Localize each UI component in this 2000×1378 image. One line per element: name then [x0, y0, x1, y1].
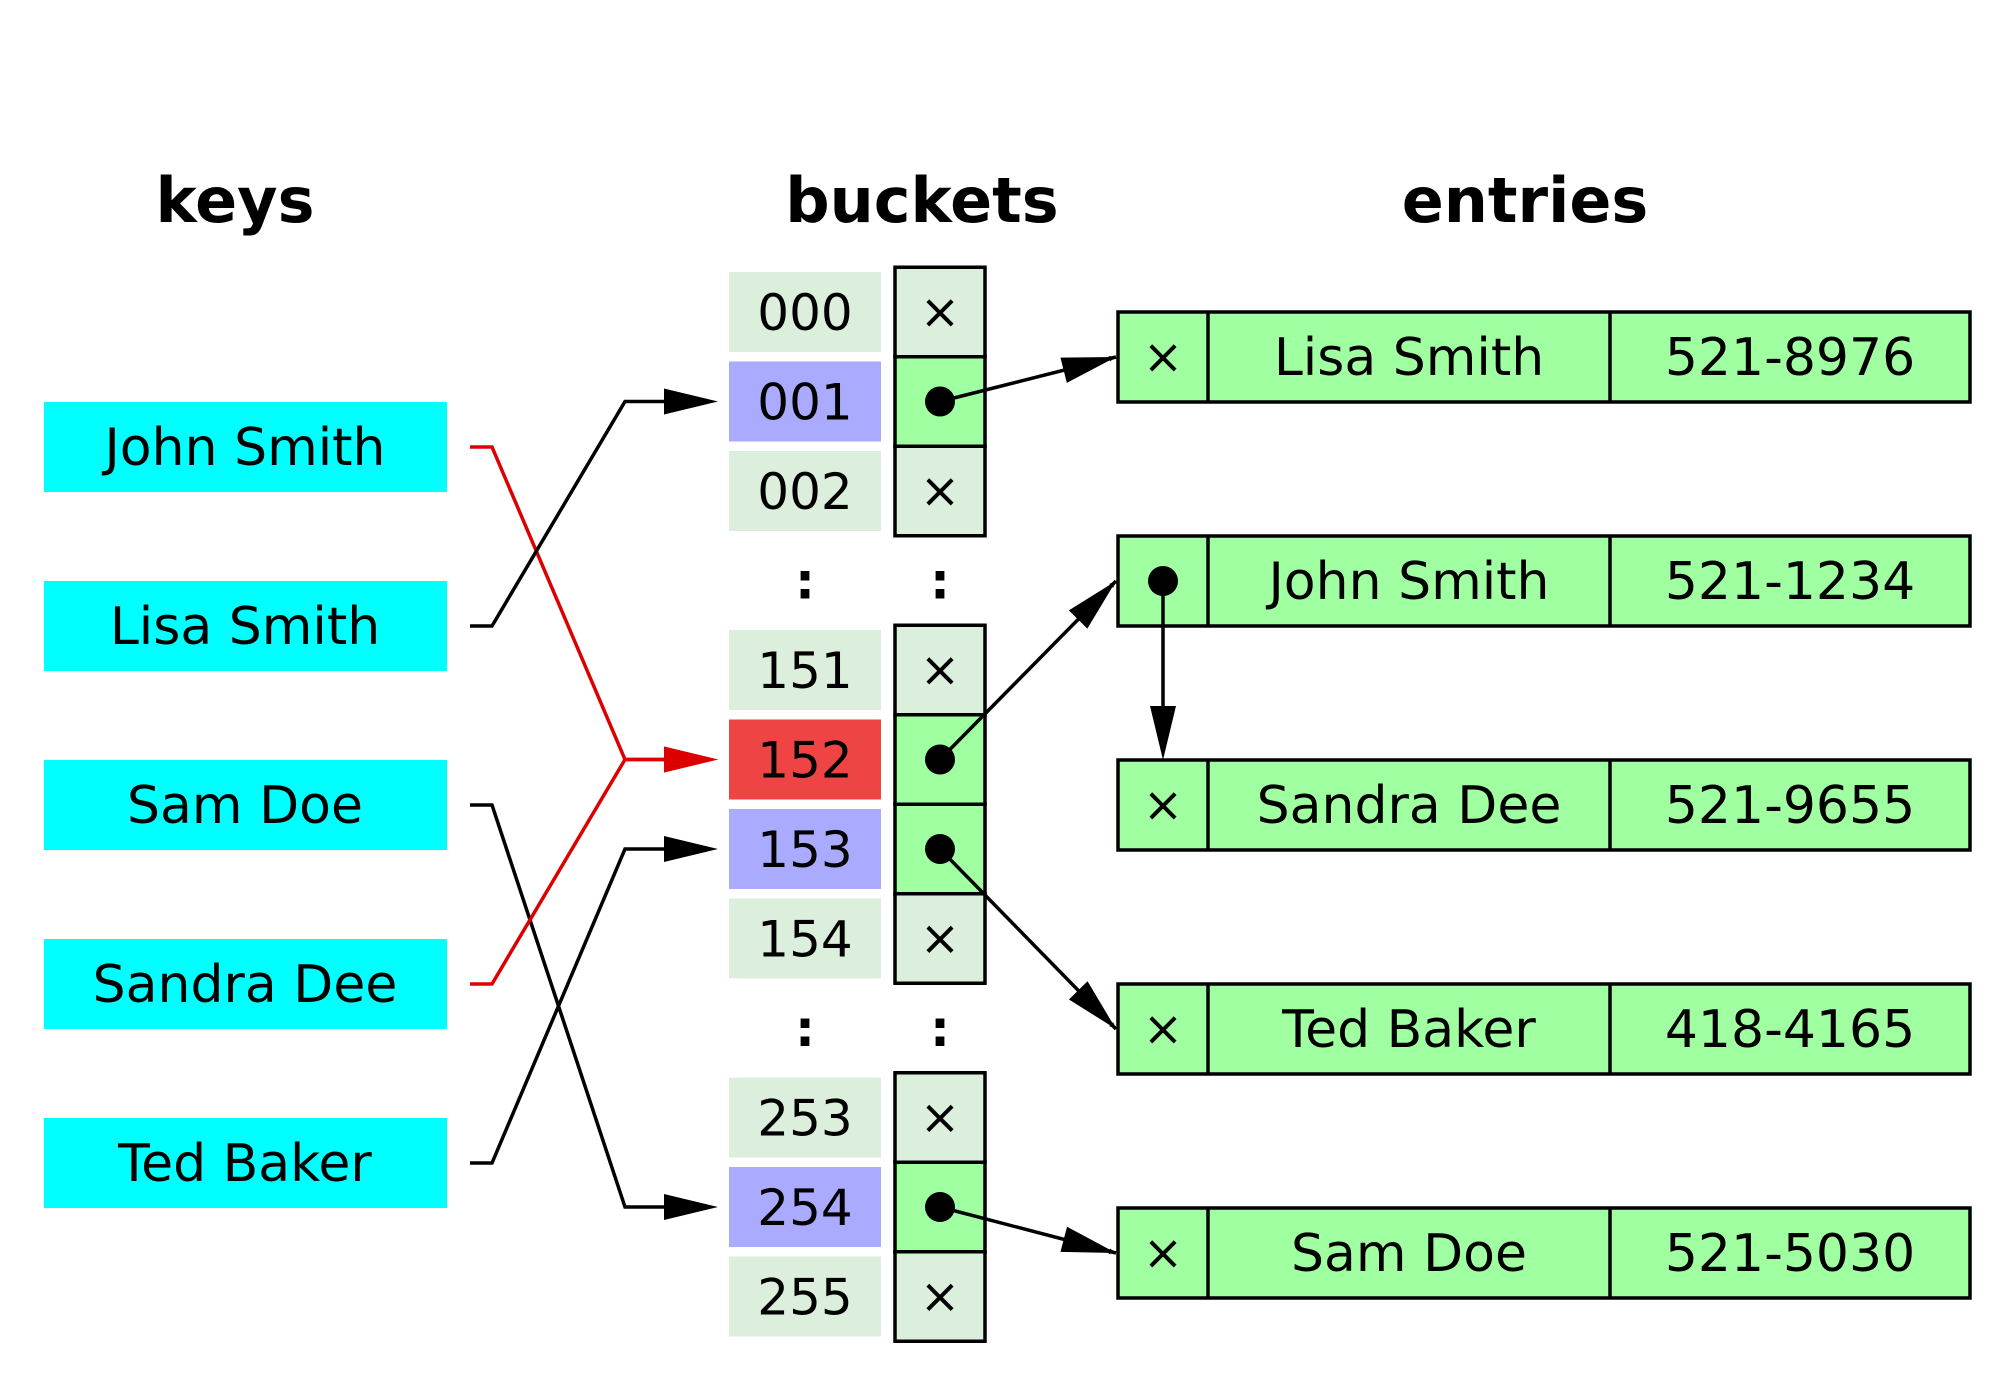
- link-lisa-smith-to-001: [470, 399, 682, 628]
- bucket-255-index-cell: [729, 1256, 881, 1337]
- bucket-254-index-label: 254: [757, 1179, 852, 1237]
- bucket-002-null-mark: ×: [920, 463, 960, 519]
- link-lisa-smith-arrowhead: [664, 388, 718, 415]
- key-lisa-smith-box: [44, 581, 447, 671]
- bucket-000-null-mark: ×: [920, 284, 960, 340]
- pointer-bucket-152-arrowhead: [1068, 581, 1116, 629]
- keys-heading: keys: [156, 164, 315, 237]
- entry-ted-baker-null-mark: ×: [1143, 1001, 1183, 1057]
- entry-sam-doe-name: Sam Doe: [1291, 1224, 1527, 1284]
- key-sandra-dee-label: Sandra Dee: [93, 955, 398, 1015]
- entry-sam-doe-phone: 521-5030: [1665, 1224, 1915, 1284]
- link-ted-baker-arrowhead: [664, 836, 718, 862]
- bucket-253-index-cell: [729, 1077, 881, 1158]
- bucket-000-index-label: 000: [757, 284, 852, 342]
- key-ted-baker-box: [44, 1118, 447, 1208]
- bucket-001-index-label: 001: [757, 374, 852, 432]
- bucket-153-index-label: 153: [757, 821, 852, 879]
- bucket-151-index-cell: [729, 630, 881, 710]
- bucket-255-null-mark: ×: [920, 1269, 960, 1325]
- bucket-253-null-mark: ×: [920, 1090, 960, 1146]
- bucket-154-index-cell: [729, 898, 881, 979]
- bucket-154-slot: [893, 892, 987, 985]
- key-sam-doe-box: [44, 760, 447, 850]
- key-john-smith-label: John Smith: [101, 418, 385, 478]
- link-sandra-dee-to-152: [470, 757, 682, 986]
- bucket-002-slot: [893, 444, 987, 538]
- bucket-153-index-cell: [729, 809, 881, 889]
- buckets-heading: buckets: [785, 164, 1058, 237]
- bucket-255-slot: [893, 1250, 987, 1343]
- bucket-253-index-label: 253: [757, 1090, 852, 1148]
- entry-lisa-smith-box: [1116, 310, 1972, 404]
- bucket-152-index-label: 152: [757, 732, 852, 790]
- pointer-bucket-153-arrowhead: [1068, 981, 1116, 1029]
- bucket-254-index-cell: [729, 1167, 881, 1247]
- link-ted-baker-to-153: [470, 847, 682, 1165]
- entry-ted-baker-phone: 418-4165: [1665, 1000, 1915, 1060]
- entry-sam-doe-null-mark: ×: [1143, 1225, 1183, 1281]
- bucket-255-index-label: 255: [757, 1269, 852, 1327]
- bucket-slot-ellipsis: :: [930, 553, 950, 611]
- entry-ted-baker-name: Ted Baker: [1281, 1000, 1536, 1060]
- bucket-152-index-cell: [729, 719, 881, 800]
- pointer-bucket-001-arrowhead: [1060, 357, 1116, 383]
- entry-sandra-dee-null-mark: ×: [1143, 777, 1183, 833]
- bucket-002-index-label: 002: [757, 463, 852, 521]
- link-sam-doe-to-254: [470, 803, 682, 1209]
- bucket-to-entry-pointers: [938, 355, 1176, 1255]
- entry-lisa-smith-phone: 521-8976: [1665, 328, 1915, 388]
- link-sandra-dee-arrowhead: [664, 746, 718, 773]
- bucket-001-index-cell: [729, 361, 881, 442]
- key-ted-baker-label: Ted Baker: [117, 1134, 372, 1194]
- key-lisa-smith-label: Lisa Smith: [110, 597, 380, 657]
- bucket-000-index-cell: [729, 272, 881, 352]
- bucket-slot-ellipsis: :: [930, 1000, 950, 1058]
- key-sam-doe-label: Sam Doe: [127, 776, 363, 836]
- bucket-index-ellipsis: :: [795, 553, 815, 611]
- entry-sandra-dee-name: Sandra Dee: [1257, 776, 1562, 836]
- bucket-253-slot: [893, 1071, 987, 1164]
- entry-sandra-dee-phone: 521-9655: [1665, 776, 1915, 836]
- bucket-151-index-label: 151: [757, 642, 852, 700]
- entry-lisa-smith-name: Lisa Smith: [1274, 328, 1544, 388]
- bucket-154-index-label: 154: [757, 911, 852, 969]
- entries-heading: entries: [1402, 164, 1649, 237]
- entry-john-smith-box: [1116, 534, 1972, 628]
- chain-next-arrowhead: [1150, 706, 1176, 760]
- bucket-index-ellipsis: :: [795, 1000, 815, 1058]
- entry-lisa-smith-null-mark: ×: [1143, 329, 1183, 385]
- entry-sam-doe-box: [1116, 1206, 1972, 1300]
- bucket-154-null-mark: ×: [920, 911, 960, 967]
- bucket-151-null-mark: ×: [920, 642, 960, 698]
- entry-sandra-dee-box: [1116, 758, 1972, 852]
- link-sam-doe-arrowhead: [664, 1194, 718, 1220]
- entry-ted-baker-box: [1116, 982, 1972, 1076]
- entry-john-smith-phone: 521-1234: [1665, 552, 1915, 612]
- key-sandra-dee-box: [44, 939, 447, 1029]
- key-to-bucket-links: [470, 388, 718, 1220]
- link-john-smith-to-152: [470, 445, 682, 762]
- bucket-002-index-cell: [729, 451, 881, 531]
- pointer-bucket-254-arrowhead: [1060, 1226, 1116, 1253]
- entry-john-smith-name: John Smith: [1265, 552, 1549, 612]
- key-john-smith-box: [44, 402, 447, 492]
